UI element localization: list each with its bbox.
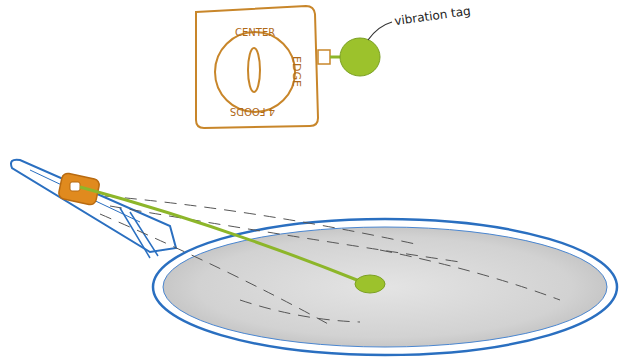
callout-label: vibration tag xyxy=(394,5,472,28)
vibration-tag xyxy=(355,275,385,293)
dial-label: 4 FOODS xyxy=(230,106,275,116)
pan-surface xyxy=(163,227,607,347)
device-detail xyxy=(196,6,392,128)
dial-label: CENTER xyxy=(235,28,275,38)
tag-wire xyxy=(80,187,362,282)
handle-device xyxy=(58,172,101,205)
pan-rim xyxy=(153,219,617,355)
dial-label: EDGE xyxy=(291,56,302,87)
motion-lines xyxy=(100,196,560,325)
